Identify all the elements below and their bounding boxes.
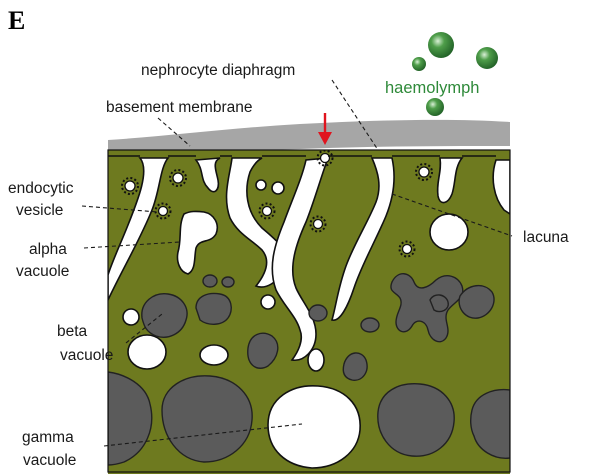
grey-vacuole	[196, 294, 231, 325]
label-nephrocyte-diaphragm: nephrocyte diaphragm	[141, 62, 295, 79]
label-alpha-vacuole: vacuole	[16, 263, 69, 280]
label-beta-vacuole: vacuole	[60, 347, 113, 364]
label-gamma: gamma	[22, 429, 74, 446]
haemolymph-sphere	[428, 32, 454, 58]
label-lacuna: lacuna	[523, 229, 569, 246]
label-alpha: alpha	[29, 241, 67, 258]
haemolymph-sphere	[412, 57, 426, 71]
gamma-vacuole-grey	[378, 384, 454, 456]
small-vacuole	[256, 180, 266, 190]
beta-vacuole	[128, 335, 166, 369]
haemolymph-spheres	[412, 32, 498, 116]
grey-vacuole	[361, 318, 379, 332]
basement-membrane-band	[108, 120, 510, 154]
grey-vacuole	[343, 353, 367, 380]
beta-vacuole-grey	[142, 294, 187, 337]
label-beta: beta	[57, 323, 88, 340]
label-endocytic: endocytic	[8, 180, 74, 197]
small-vacuole	[200, 345, 228, 365]
small-vacuole	[272, 182, 284, 194]
grey-vacuole	[309, 305, 327, 321]
label-basement-membrane: basement membrane	[106, 99, 252, 116]
small-vacuole	[123, 309, 139, 325]
haemolymph-sphere	[476, 47, 498, 69]
grey-vacuole	[203, 275, 217, 287]
grey-vacuole	[222, 277, 234, 287]
gamma-vacuole	[268, 386, 360, 468]
label-haemolymph: haemolymph	[385, 79, 479, 97]
haemolymph-sphere	[426, 98, 444, 116]
alpha-vacuole	[430, 214, 468, 250]
cell-body	[108, 150, 510, 474]
small-vacuole	[308, 349, 324, 371]
small-vacuole	[261, 295, 275, 309]
label-vesicle: vesicle	[16, 202, 63, 219]
label-gamma-vacuole: vacuole	[23, 452, 76, 469]
